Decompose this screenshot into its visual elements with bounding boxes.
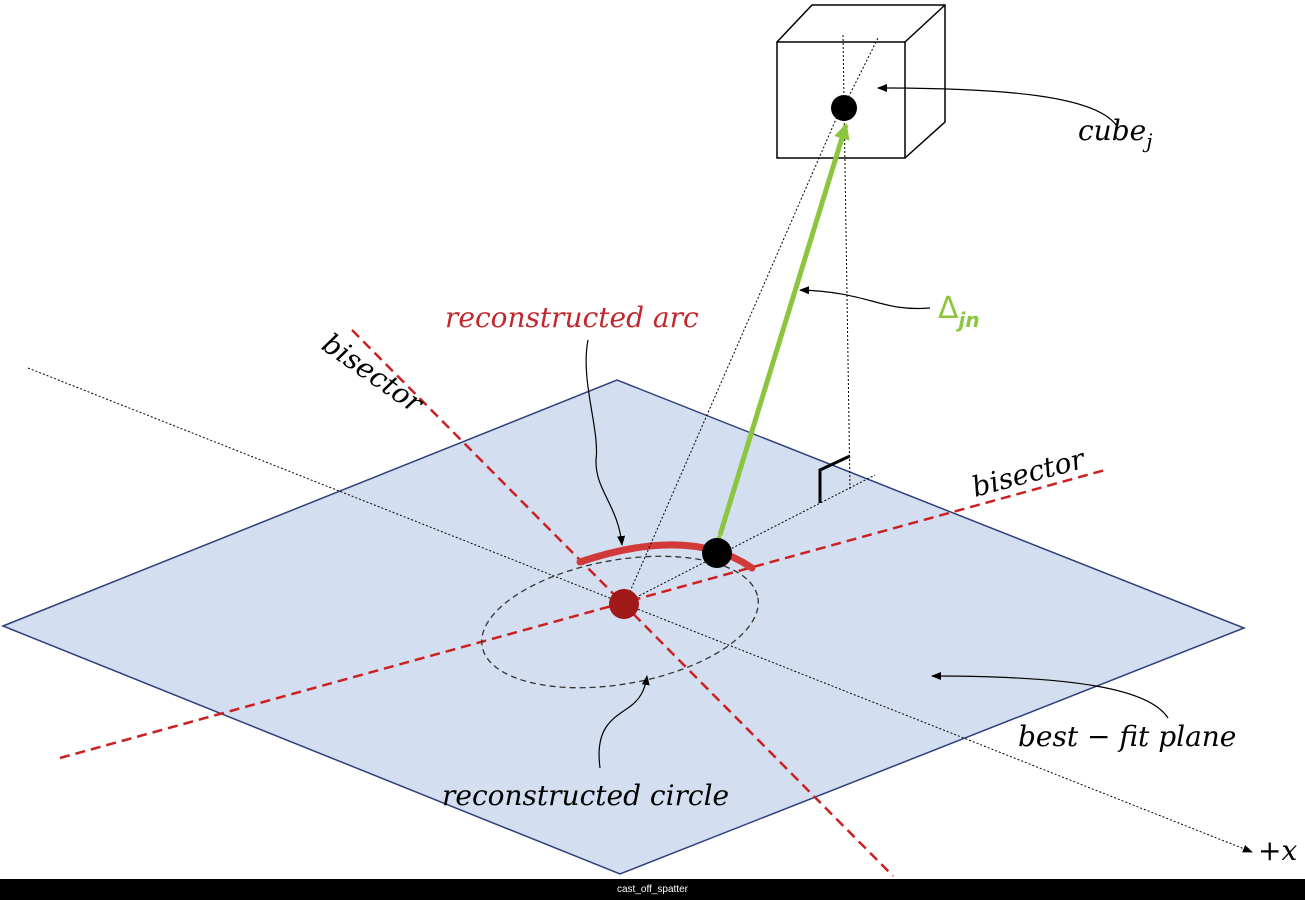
plus-x-label: +x: [1258, 834, 1297, 867]
circle-center-point: [609, 589, 639, 619]
x-axis-line: [27, 367, 1253, 853]
arc-point: [702, 538, 732, 568]
cube-center-point: [831, 95, 857, 121]
reconstructed-circle: [481, 555, 759, 689]
bisector-line-2: [59, 468, 1106, 760]
bisector-label-2: bisector: [968, 442, 1089, 504]
circle-leader-arrow: [598, 675, 650, 769]
cube-j: [776, 4, 946, 159]
reconstructed-arc-label: reconstructed arc: [445, 301, 699, 334]
reconstructed-circle-label: reconstructed circle: [442, 779, 729, 812]
best-fit-plane-label: best − fit plane: [1018, 720, 1236, 753]
cube-leader-arrow: [877, 84, 1119, 129]
delta-jn-label: Δjn: [938, 291, 980, 332]
caption-bar: cast_off_spatter: [0, 879, 1305, 900]
best-fit-plane: [0, 379, 1247, 875]
delta-jn-arrow: [708, 123, 850, 551]
diagram-canvas: cubej Δjn reconstructed arc bisector bis…: [0, 4, 1297, 877]
bisector-label-1: bisector: [316, 327, 430, 421]
cube-label: cubej: [1078, 114, 1152, 153]
arc-leader-arrow: [585, 339, 626, 546]
caption-text: cast_off_spatter: [617, 884, 688, 895]
reconstructed-arc: [576, 541, 756, 572]
delta-leader-arrow: [799, 286, 931, 310]
plane-leader-arrow: [931, 672, 1169, 719]
